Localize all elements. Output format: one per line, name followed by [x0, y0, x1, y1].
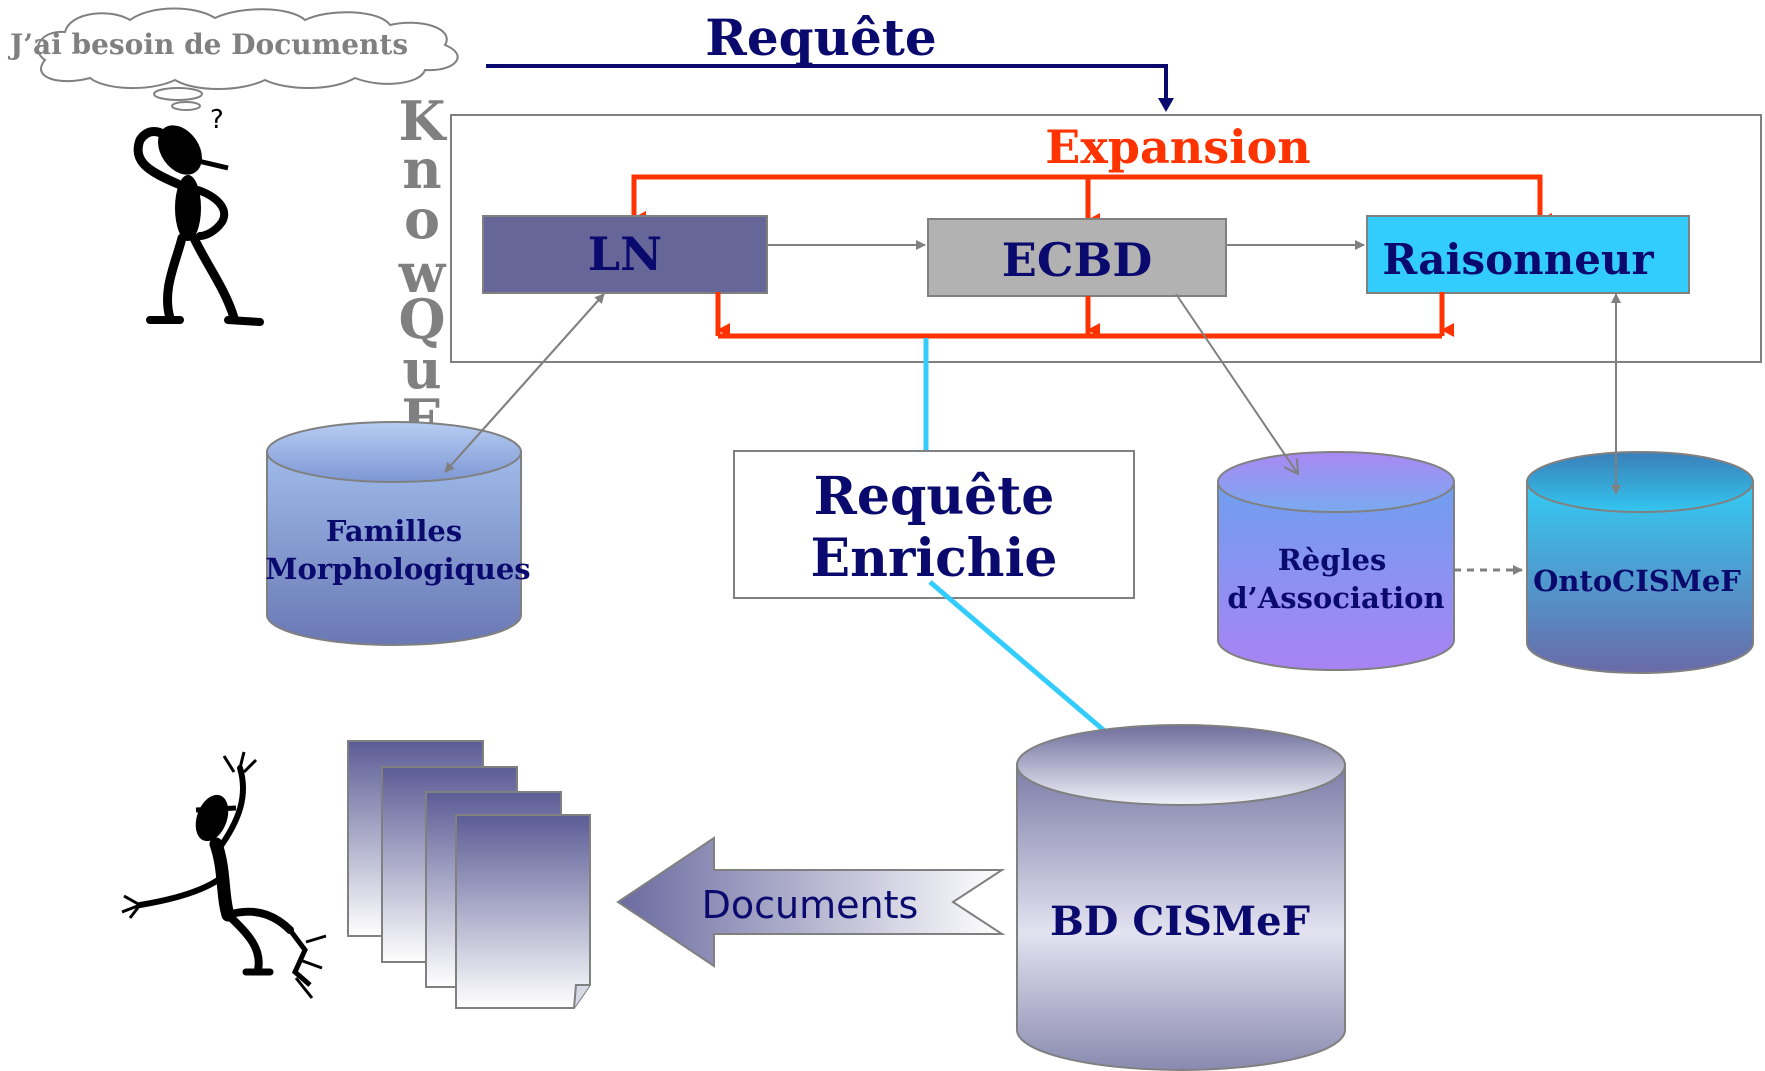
- happy-person-icon: [121, 751, 327, 999]
- familles-line2: Morphologiques: [265, 552, 530, 586]
- rules-line2: d’Association: [1227, 581, 1444, 615]
- onto-db-cylinder: [1526, 451, 1754, 674]
- document-stack-icon: [347, 740, 591, 1009]
- enriched-request-line1: Requête: [814, 466, 1055, 527]
- ecbd-module: [927, 218, 1227, 297]
- knowque-letter: u: [402, 337, 441, 401]
- svg-text:?: ?: [210, 105, 224, 135]
- thought-cloud-icon: [36, 7, 459, 111]
- onto-label: OntoCISMeF: [1533, 564, 1741, 598]
- thought-text: J’ai besoin de Documents: [7, 28, 408, 61]
- documents-arrow: [616, 836, 1006, 968]
- knowque-letter: o: [404, 187, 440, 251]
- cismef-label: BD CISMeF: [1050, 898, 1310, 945]
- knowque-letter: Q: [398, 287, 445, 351]
- enriched-request-line2: Enrichie: [811, 528, 1058, 589]
- familles-line1: Familles: [326, 514, 462, 548]
- ecbd-label: ECBD: [1002, 233, 1152, 287]
- ln-familles-link: [444, 293, 605, 473]
- request-label: Requête: [705, 8, 936, 67]
- cismef-db-cylinder: [1016, 724, 1346, 1071]
- expansion-label: Expansion: [1045, 120, 1310, 174]
- knowque-vertical-name: K n o w Q u E: [398, 89, 448, 451]
- output-connectors: [715, 292, 1454, 339]
- reasoner-label: Raisonneur: [1382, 235, 1654, 284]
- knowque-letter: n: [402, 137, 441, 201]
- rules-line1: Règles: [1278, 543, 1387, 577]
- familles-db-cylinder: [266, 421, 522, 646]
- reasoner-module: [1366, 215, 1690, 294]
- documents-arrow-label: Documents: [702, 883, 919, 927]
- rules-db-cylinder: [1217, 451, 1455, 671]
- ln-module: [482, 215, 768, 294]
- enriched-request-box: [733, 450, 1135, 599]
- ecbd-rules-link: [1175, 293, 1298, 474]
- knowque-letter: K: [399, 89, 448, 153]
- knowque-letter: w: [398, 241, 447, 305]
- confused-person-icon: ?: [133, 105, 264, 326]
- request-arrow: [486, 64, 1174, 112]
- ln-label: LN: [588, 227, 662, 281]
